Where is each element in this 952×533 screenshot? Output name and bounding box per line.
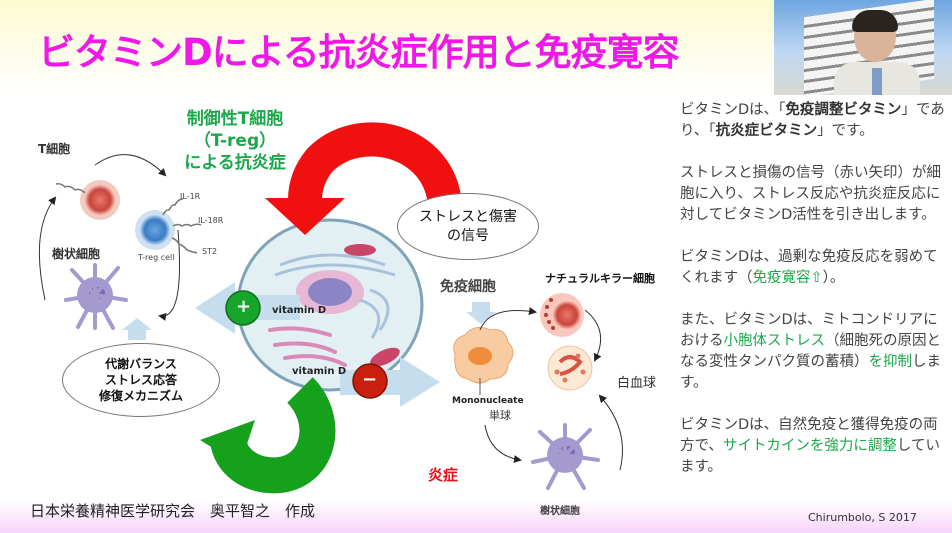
receptor-il1r: IL-1R [180, 192, 201, 201]
p1-bold-anti-inflammatory: 抗炎症ビタミン [715, 123, 818, 139]
stress-line-2: の信号 [447, 227, 489, 244]
up-arrow-metabolic [122, 318, 152, 340]
metabolic-ellipse: 代謝バランス ストレス応答 修復メカニズム [62, 343, 220, 417]
arrow-tcell-to-treg [94, 154, 167, 177]
metabolic-line-2: ストレス応答 [104, 373, 177, 387]
dendritic-cell-left-icon [64, 263, 128, 330]
p5-green-cytokine: サイトカインを強力に調整 [722, 438, 897, 454]
p1-text-c: 」であり、「 [680, 102, 945, 139]
dendritic-cell-label-left: 樹状細胞 [52, 247, 101, 261]
dendritic-cell-label-right: 樹状細胞 [540, 506, 580, 517]
treg-heading-line-2: （T-reg） [193, 131, 277, 151]
p1-text-a: ビタミンDは、「 [680, 102, 786, 118]
explanation-panel: ビタミンDは、「免疫調整ビタミン」であり、「抗炎症ビタミン」です。 ストレスと損… [680, 100, 950, 499]
receptor-st2: ST2 [202, 247, 218, 256]
metabolic-line-3: 修復メカニズム [98, 389, 183, 403]
mononucleate-cell-icon [453, 326, 514, 395]
down-arrow-immune [466, 302, 496, 324]
minus-sign: − [362, 369, 378, 390]
t-cell-label: T細胞 [38, 142, 71, 156]
white-blood-cell-label: 白血球 [617, 376, 657, 391]
arrow-dendritic-to-tcell [38, 196, 57, 301]
nk-cell-icon [540, 293, 584, 337]
paragraph-1: ビタミンDは、「免疫調整ビタミン」であり、「抗炎症ビタミン」です。 [680, 100, 950, 142]
p4-green-suppress: を抑制 [868, 354, 913, 370]
author-credit: 日本栄養精神医学研究会 奥平智之 作成 [30, 502, 316, 520]
plus-circle-icon [225, 290, 261, 326]
receptor-il18r: IL-18R [198, 216, 224, 225]
p4-text-c: （細胞死の原因となる変性タンパク質の蓄積） [680, 333, 941, 370]
metabolic-line-1: 代謝バランス [105, 357, 177, 371]
vitamin-d-minus-label: vitamin D [292, 366, 347, 377]
slide-title: ビタミンDによる抗炎症作用と免疫寛容 [38, 31, 680, 74]
p5-text-c: しています。 [680, 438, 940, 475]
treg-heading-line-1: 制御性T細胞 [186, 109, 284, 129]
p4-green-er-stress: 小胞体ストレス [723, 333, 826, 349]
red-curved-arrow-icon [265, 122, 462, 235]
mononucleate-label: Mononucleate [452, 396, 524, 406]
immune-cells-label: 免疫細胞 [440, 279, 496, 295]
p1-text-e: 」です。 [817, 123, 874, 139]
treg-heading: 制御性T細胞 （T-reg） による抗炎症 [175, 108, 295, 174]
stress-signal-ellipse: ストレスと傷害 の信号 [397, 193, 539, 260]
cell-icon [236, 218, 424, 392]
p4-text-e: します。 [680, 354, 941, 391]
paragraph-3: ビタミンDは、過剰な免疫反応を弱めてくれます（免疫寛容⇧）。 [680, 247, 950, 289]
p4-text-a: また、ビタミンDは、ミトコンドリアにおける [680, 312, 938, 349]
dendritic-cell-right-icon [531, 423, 600, 490]
green-curved-arrow-icon [200, 377, 336, 494]
p3-text-c: ）。 [822, 270, 845, 286]
treg-heading-line-3: による抗炎症 [184, 153, 286, 173]
minus-circle-icon [352, 363, 388, 399]
paragraph-5: ビタミンDは、自然免疫と獲得免疫の両方で、サイトカインを強力に調整しています。 [680, 415, 950, 478]
p3-text-a: ビタミンDは、過剰な免疫反応を弱めてくれます（ [680, 249, 938, 286]
treg-cell-label: T-reg cell [138, 253, 175, 262]
inflammation-label: 炎症 [428, 466, 459, 484]
paragraph-4: また、ビタミンDは、ミトコンドリアにおける小胞体ストレス（細胞死の原因となる変性… [680, 310, 950, 394]
footer-background [0, 500, 952, 533]
white-blood-cell-icon [547, 345, 593, 391]
person-tie [872, 68, 882, 95]
person-hair [852, 10, 898, 32]
paragraph-2: ストレスと損傷の信号（赤い矢印）が細胞に入り、ストレス反応や抗炎症反応に対してビ… [680, 165, 941, 223]
vitamin-d-plus-label: vitamin D [272, 305, 327, 316]
presenter-photo [774, 0, 952, 95]
plus-sign: + [236, 296, 252, 317]
p1-bold-immune-vitamin: 免疫調整ビタミン [785, 102, 902, 118]
p3-green-tolerance: 免疫寛容⇧ [752, 270, 823, 286]
nk-cell-label: ナチュラルキラー細胞 [545, 272, 655, 285]
arrow-treg-to-dendritic [158, 229, 180, 321]
stress-line-1: ストレスと傷害 [419, 208, 517, 225]
monocyte-label: 単球 [489, 409, 511, 422]
p5-text-a: ビタミンDは、自然免疫と獲得免疫の両方で、 [680, 417, 938, 454]
citation: Chirumbolo, S 2017 [808, 511, 917, 524]
